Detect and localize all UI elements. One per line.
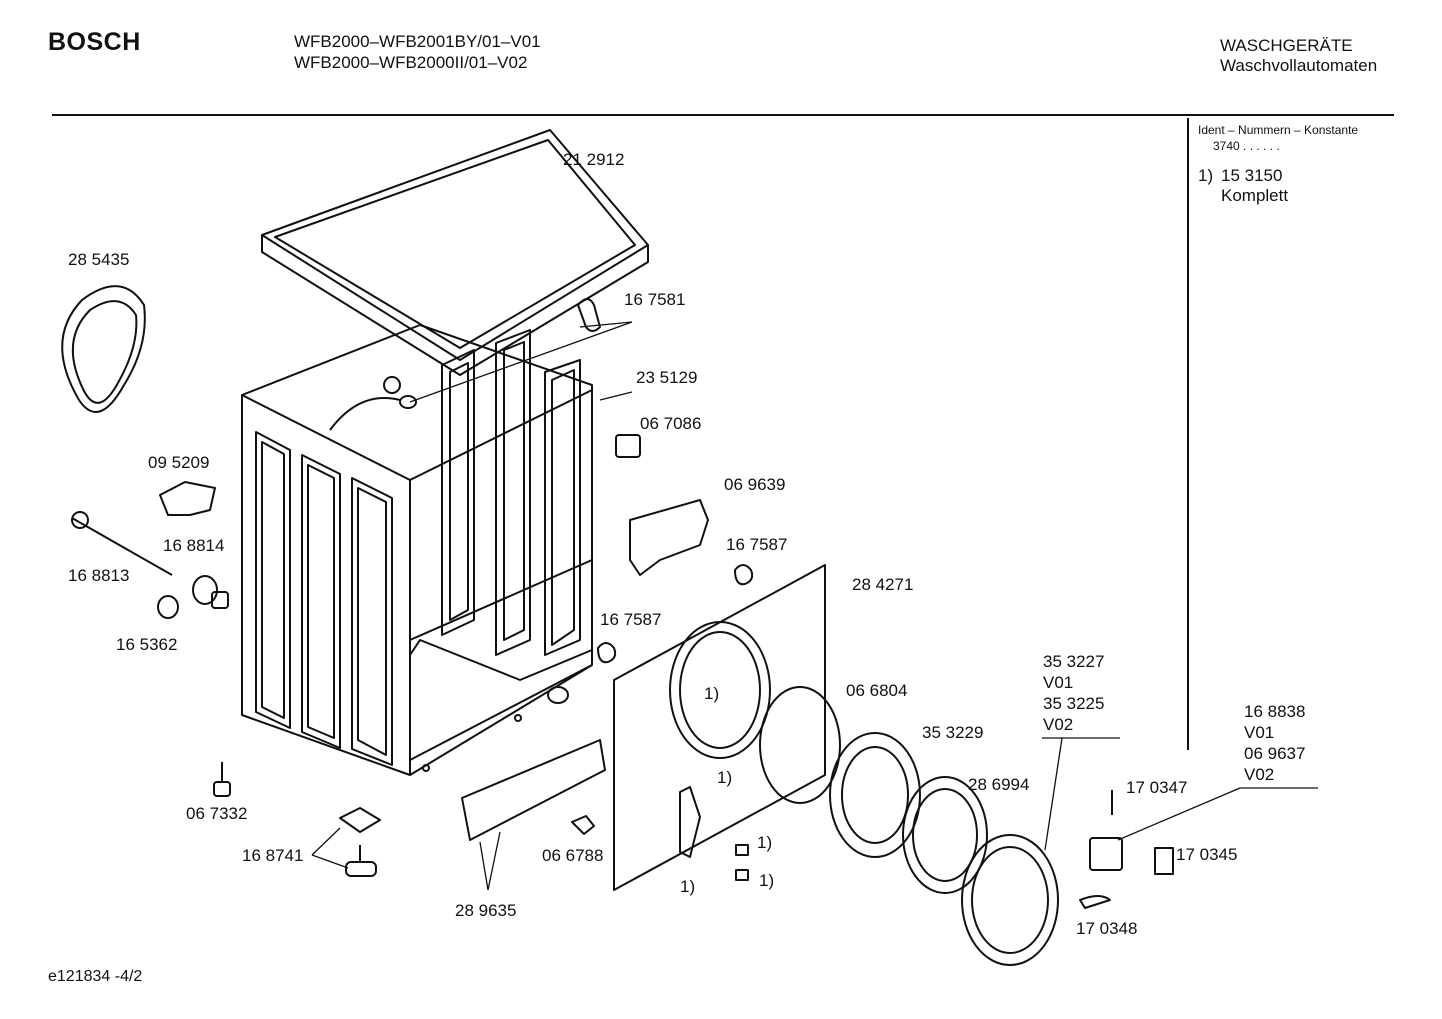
part-label: 35 3229 bbox=[922, 723, 984, 742]
door-ring-drawing bbox=[961, 834, 1059, 966]
part-label: 06 6788 bbox=[542, 846, 604, 865]
part-label: 16 8838 bbox=[1244, 702, 1306, 721]
part-label: 16 5362 bbox=[116, 635, 178, 654]
note-ref: 1) bbox=[680, 877, 696, 896]
door-frame-drawing bbox=[829, 732, 921, 858]
part-label: 28 4271 bbox=[852, 575, 914, 594]
top-cover-drawing bbox=[261, 129, 649, 376]
part-label: 17 0347 bbox=[1126, 778, 1188, 797]
gasket-drawing bbox=[61, 285, 146, 413]
note-ref: 1) bbox=[757, 833, 773, 852]
ident-value: 3740 . . . . . . bbox=[1213, 139, 1280, 153]
brand-logo: BOSCH bbox=[48, 28, 141, 56]
part-label: 06 9639 bbox=[724, 475, 786, 494]
model-line-1: WFB2000–WFB2001BY/01–V01 bbox=[294, 32, 541, 51]
part-label: V02 bbox=[1244, 765, 1275, 784]
door-lock-drawing bbox=[629, 499, 709, 576]
part-label: 28 6994 bbox=[968, 775, 1030, 794]
bracket-drawing bbox=[159, 481, 216, 516]
kick-plate-drawing bbox=[461, 739, 606, 841]
part-label: 16 7587 bbox=[726, 535, 788, 554]
part-label: 16 8741 bbox=[242, 846, 304, 865]
category-subtitle: Waschvollautomaten bbox=[1220, 56, 1378, 75]
note-ref: 1) bbox=[717, 768, 733, 787]
ident-title: Ident – Nummern – Konstante bbox=[1198, 123, 1359, 137]
part-label: 16 8814 bbox=[163, 536, 225, 555]
part-label: 06 7332 bbox=[186, 804, 248, 823]
drawing-code: e121834 -4/2 bbox=[48, 968, 143, 985]
part-label: 06 9637 bbox=[1244, 744, 1306, 763]
part-label: 16 8813 bbox=[68, 566, 130, 585]
note-ref: 1) bbox=[704, 684, 720, 703]
part-label: 17 0348 bbox=[1076, 919, 1138, 938]
part-label: V01 bbox=[1043, 673, 1074, 692]
note-number: 15 3150 bbox=[1221, 166, 1283, 185]
model-line-2: WFB2000–WFB2000II/01–V02 bbox=[294, 53, 528, 72]
part-label: 23 5129 bbox=[636, 368, 698, 387]
part-label: 17 0345 bbox=[1176, 845, 1238, 864]
seal-wire-drawing bbox=[759, 686, 841, 804]
part-label: 28 5435 bbox=[68, 250, 130, 269]
note-text: Komplett bbox=[1221, 186, 1289, 205]
door-glass-drawing bbox=[902, 776, 988, 894]
part-label: 16 7587 bbox=[600, 610, 662, 629]
part-label: 35 3225 bbox=[1043, 694, 1105, 713]
header-divider bbox=[52, 114, 1394, 116]
part-label: 16 7581 bbox=[624, 290, 686, 309]
cabinet-frame-drawing bbox=[241, 324, 593, 776]
legend-divider bbox=[1187, 118, 1189, 750]
part-label: 21 2912 bbox=[563, 150, 625, 169]
part-label: 35 3227 bbox=[1043, 652, 1105, 671]
part-label: 09 5209 bbox=[148, 453, 210, 472]
part-label: 06 6804 bbox=[846, 681, 908, 700]
part-label: V02 bbox=[1043, 715, 1074, 734]
note-ref: 1) bbox=[759, 871, 775, 890]
part-label: 28 9635 bbox=[455, 901, 517, 920]
category-title: WASCHGERÄTE bbox=[1220, 36, 1353, 55]
part-label: 06 7086 bbox=[640, 414, 702, 433]
front-panel-drawing bbox=[613, 564, 826, 891]
note-marker: 1) bbox=[1198, 166, 1214, 185]
part-label: V01 bbox=[1244, 723, 1275, 742]
shock-rod-drawing bbox=[71, 517, 173, 576]
